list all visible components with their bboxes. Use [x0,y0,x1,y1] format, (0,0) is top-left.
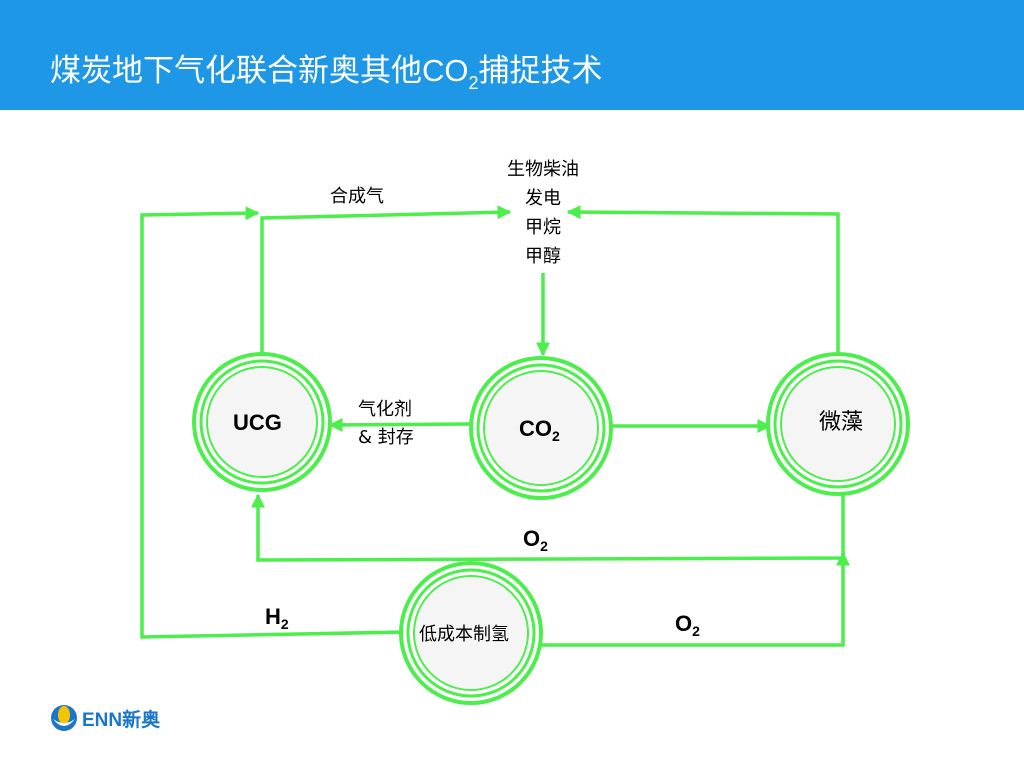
co2-node [469,356,613,500]
o2-upper-arrow [251,493,845,562]
gasifying-agent-arrow [328,417,471,432]
h2-arrow [140,206,406,639]
product-methanol: 甲醇 [525,246,561,267]
syngas-arrow [260,205,512,352]
gasifying-agent-label-line1: 气化剂 [358,399,412,420]
o2-upper-label: O2 [523,526,548,555]
enn-logo-text: ENN新奥 [82,709,161,731]
ucg-node [192,352,332,492]
enn-logo-icon [51,705,77,731]
product-methane: 甲烷 [525,217,561,238]
h2-label: H2 [265,604,289,633]
o2-lower-arrow [540,551,850,647]
microalgae-label: 微藻 [819,410,864,435]
co2-label: CO2 [519,416,560,445]
enn-logo: ENN新奥 [50,700,160,736]
o2-lower-label: O2 [675,611,700,640]
microalgae-products-arrow [566,205,840,352]
products-list: 生物柴油 发电 甲烷 甲醇 [487,155,599,271]
gasifying-agent-label-line2: & 封存 [358,427,414,448]
hydrogen-production-node [399,561,543,705]
microalgae-node [766,352,910,496]
product-biodiesel: 生物柴油 [507,159,579,180]
hydrogen-production-label: 低成本制氢 [419,624,509,645]
ucg-label: UCG [233,410,282,435]
page-title: 煤炭地下气化联合新奥其他CO2捕捉技术 [50,53,603,93]
product-power: 发电 [525,188,561,209]
header-bar [0,0,1024,110]
syngas-label: 合成气 [330,186,384,207]
